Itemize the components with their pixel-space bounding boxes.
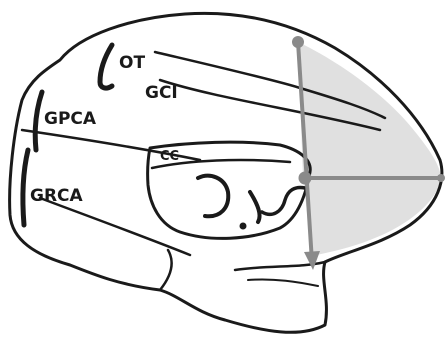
ot-mark bbox=[100, 45, 112, 88]
origin-point-icon bbox=[299, 172, 312, 185]
label-grca: GRCA bbox=[30, 186, 84, 206]
right-point-icon bbox=[437, 174, 445, 182]
temporal-fold bbox=[160, 250, 172, 290]
label-cc: CC bbox=[160, 149, 179, 164]
grca-mark bbox=[23, 150, 28, 225]
thalamus-swirl bbox=[198, 176, 228, 217]
label-ot: OT bbox=[119, 53, 145, 73]
brainstem-swirl bbox=[250, 192, 260, 222]
arrow-down-icon bbox=[304, 251, 320, 270]
gpca-mark bbox=[35, 92, 42, 150]
top-point-icon bbox=[292, 36, 304, 48]
lower-sulcus bbox=[248, 279, 318, 286]
small-dot bbox=[240, 223, 247, 230]
label-gci: GCI bbox=[145, 83, 178, 103]
label-gpca: GPCA bbox=[44, 109, 97, 129]
